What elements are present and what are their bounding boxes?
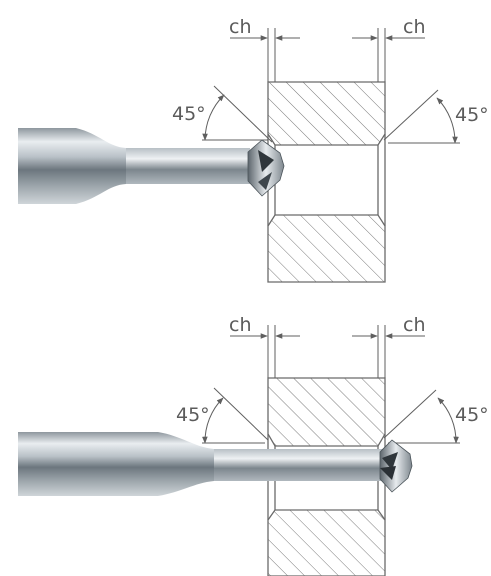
angle-slope-line-top-right <box>383 89 439 141</box>
tool-flute-bottom <box>382 452 398 470</box>
angle-slope-line-top-left <box>213 85 273 143</box>
chamfer-tool-top <box>18 128 285 204</box>
tool-taper-bottom <box>158 432 214 496</box>
tool-flute-lower <box>258 172 272 190</box>
angle-slope-line-bottom-left <box>213 387 269 441</box>
tool-neck-bottom <box>214 449 384 481</box>
tool-taper <box>76 128 126 204</box>
tool-shank-bottom <box>18 432 158 496</box>
angle-label-top-left: 45° <box>172 103 206 125</box>
angle-label-top-right: 45° <box>455 104 489 126</box>
workpiece-upper-section-bottom <box>267 377 386 447</box>
workpiece-lower-section-bottom <box>267 509 386 576</box>
chamfer-label-top-right: ch <box>403 16 426 38</box>
angle-arc-bottom-right <box>437 397 459 444</box>
chamfer-label-top-left: ch <box>229 16 252 38</box>
tool-flute <box>258 150 274 172</box>
chamfer-label-bottom-right: ch <box>403 314 426 336</box>
angle-slope-line-bottom-right <box>383 389 437 439</box>
diagram-top: ch ch 45° 45° <box>18 16 489 283</box>
workpiece-lower-section <box>267 214 386 283</box>
chamfer-label-bottom-left: ch <box>229 314 252 336</box>
angle-arc-top-right <box>436 97 458 144</box>
angle-label-bottom-left: 45° <box>176 404 210 426</box>
tool-shank <box>18 128 76 204</box>
chamfer-tool-bottom <box>18 432 413 496</box>
workpiece-upper-section <box>267 81 386 146</box>
angle-arc-bottom-left <box>202 397 224 444</box>
tool-neck <box>126 148 250 184</box>
tool-flute-lower-bottom <box>380 466 396 480</box>
diagram-bottom: ch ch 45° 45° <box>18 314 489 576</box>
angle-arc-top-left <box>202 94 225 141</box>
angle-label-bottom-right: 45° <box>455 404 489 426</box>
